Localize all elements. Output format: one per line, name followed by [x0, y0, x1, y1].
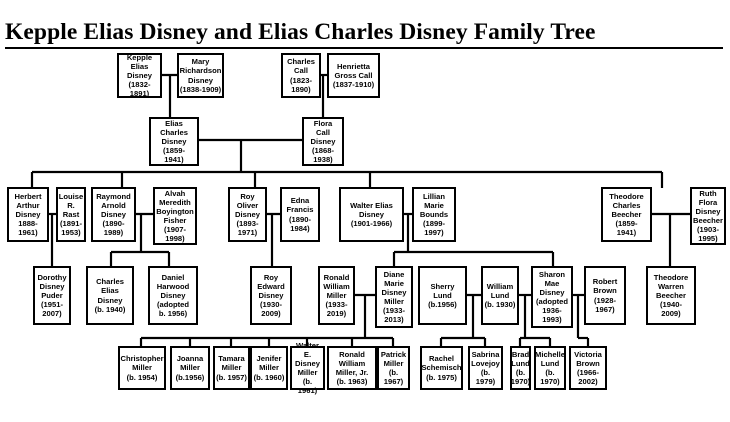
- person-tamara-miller: Tamara Miller (b. 1957): [213, 346, 250, 390]
- title-underline: [5, 47, 723, 49]
- person-brad-lund: Brad Lund (b. 1970): [510, 346, 531, 390]
- person-kepple-elias-disney: Kepple Elias Disney (1832-1891): [117, 53, 162, 98]
- person-louise-rast: Louise R. Rast (1891- 1953): [56, 187, 86, 242]
- person-michelle-lund: Michelle Lund (b. 1970): [534, 346, 566, 390]
- person-walter-elias-disney: Walter Elias Disney (1901-1966): [339, 187, 404, 242]
- person-edna-francis: Edna Francis (1890- 1984): [280, 187, 320, 242]
- person-jenifer-miller: Jenifer Miller (b. 1960): [250, 346, 288, 390]
- person-ruth-flora-disney-beecher: Ruth Flora Disney Beecher (1903- 1995): [690, 187, 726, 245]
- person-roy-oliver-disney: Roy Oliver Disney (1893- 1971): [228, 187, 267, 242]
- person-charles-elias-disney: Charles Elias Disney (b. 1940): [86, 266, 134, 325]
- person-victoria-brown: Victoria Brown (1966- 2002): [569, 346, 607, 390]
- person-ronald-william-miller-jr: Ronald William Miller, Jr. (b. 1963): [327, 346, 377, 390]
- person-william-lund: William Lund (b. 1930): [481, 266, 519, 325]
- person-henrietta-gross-call: Henrietta Gross Call (1837-1910): [327, 53, 380, 98]
- person-ronald-william-miller: Ronald William Miller (1933- 2019): [318, 266, 355, 325]
- person-sharon-mae-disney: Sharon Mae Disney (adopted 1936- 1993): [531, 266, 573, 328]
- person-herbert-arthur-disney: Herbert Arthur Disney 1888- 1961): [7, 187, 49, 242]
- person-mary-richardson-disney: Mary Richardson Disney (1838-1909): [177, 53, 224, 98]
- page-title: Kepple Elias Disney and Elias Charles Di…: [5, 19, 596, 45]
- person-alvah-meredith-boyington-fisher: Alvah Meredith Boyington Fisher (1907- 1…: [153, 187, 197, 245]
- person-lillian-marie-bounds: Lillian Marie Bounds (1899- 1997): [412, 187, 456, 242]
- person-daniel-harwood-disney: Daniel Harwood Disney (adopted b. 1956): [148, 266, 198, 325]
- person-joanna-miller: Joanna Miller (b.1956): [170, 346, 210, 390]
- person-diane-marie-disney-miller: Diane Marie Disney Miller (1933- 2013): [375, 266, 413, 328]
- person-raymond-arnold-disney: Raymond Arnold Disney (1890- 1989): [91, 187, 136, 242]
- person-dorothy-disney-puder: Dorothy Disney Puder (1951- 2007): [33, 266, 71, 325]
- person-roy-edward-disney: Roy Edward Disney (1930- 2009): [250, 266, 292, 325]
- person-rachel-schemisch: Rachel Schemisch (b. 1975): [420, 346, 463, 390]
- person-christopher-miller: Christopher Miller (b. 1954): [118, 346, 166, 390]
- person-flora-call-disney: Flora Call Disney (1868- 1938): [302, 117, 344, 166]
- person-patrick-miller: Patrick Miller (b. 1967): [377, 346, 410, 390]
- person-sherry-lund: Sherry Lund (b.1956): [418, 266, 467, 325]
- person-theodore-warren-beecher: Theodore Warren Beecher (1940- 2009): [646, 266, 696, 325]
- person-elias-charles-disney: Elias Charles Disney (1859- 1941): [149, 117, 199, 166]
- person-charles-call: Charles Call (1823- 1890): [281, 53, 321, 98]
- person-robert-brown: Robert Brown (1928- 1967): [584, 266, 626, 325]
- person-walter-e-disney-miller: Walter E. Disney Miller (b. 1961): [290, 341, 325, 395]
- person-sabrina-lovejoy: Sabrina Lovejoy (b. 1979): [468, 346, 503, 390]
- person-theodore-charles-beecher: Theodore Charles Beecher (1859- 1941): [601, 187, 652, 242]
